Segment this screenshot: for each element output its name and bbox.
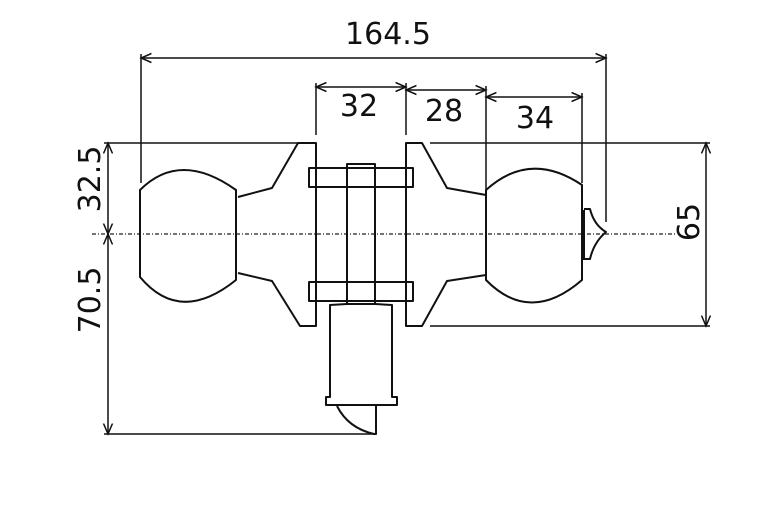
dim-label-overall-width: 164.5	[345, 17, 431, 52]
dimension-rose-depth: 28	[406, 86, 486, 190]
thumb-turn	[583, 208, 607, 260]
dim-label-center-to-latch: 70.5	[73, 267, 108, 334]
latch-body	[325, 303, 398, 406]
dim-label-rose-depth: 28	[425, 94, 463, 129]
spindle-upper-bracket	[308, 167, 414, 188]
spindle-bar	[346, 163, 376, 305]
dimension-rose-height: 65	[430, 143, 710, 326]
left-knob	[139, 169, 237, 303]
dim-label-rose-height: 65	[672, 203, 707, 241]
dimension-overall-width: 164.5	[141, 17, 606, 222]
dimension-chassis-width: 32	[316, 83, 406, 135]
dimension-knob-depth: 34	[486, 93, 582, 183]
left-rose	[237, 142, 317, 327]
dim-label-chassis-width: 32	[340, 89, 378, 124]
dim-label-top-to-center: 32.5	[73, 146, 108, 213]
latch-bolt	[336, 405, 377, 435]
right-knob	[485, 167, 583, 304]
dim-label-knob-depth: 34	[516, 101, 554, 136]
right-rose	[405, 142, 487, 327]
spindle-lower-bracket	[308, 281, 414, 302]
dimension-left-vertical: 32.5 70.5	[73, 143, 375, 434]
